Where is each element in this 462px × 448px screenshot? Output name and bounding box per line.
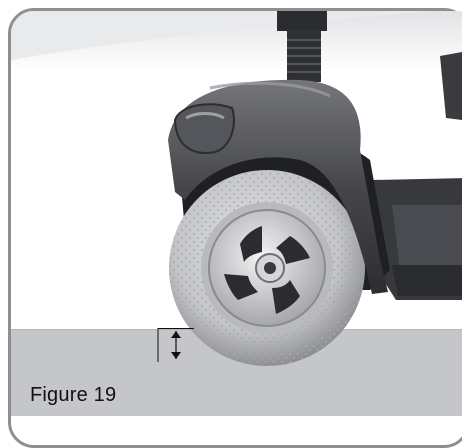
scooter-wheel-photo bbox=[11, 11, 462, 416]
height-arrow-icon bbox=[157, 328, 194, 362]
tyre bbox=[169, 170, 365, 366]
headlight-housing bbox=[173, 103, 235, 154]
figure-caption: Figure 19 bbox=[30, 384, 117, 406]
side-bracket bbox=[440, 52, 462, 120]
steering-column bbox=[277, 11, 327, 31]
top-swoosh bbox=[11, 11, 462, 62]
